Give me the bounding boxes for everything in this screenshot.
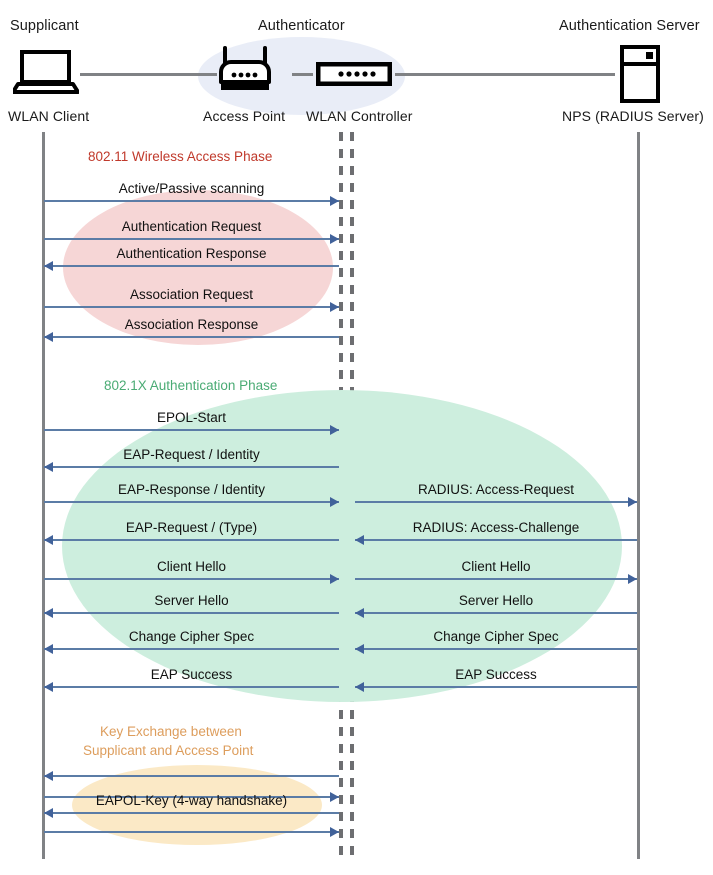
arrowhead-right [330, 792, 339, 802]
arrowhead-left [355, 644, 364, 654]
message-label: EAP-Response / Identity [117, 482, 266, 497]
phase-caption-key-exchange-line2: Supplicant and Access Point [83, 743, 254, 758]
arrowhead-right [628, 574, 637, 584]
arrowhead-right [330, 497, 339, 507]
arrowhead-left [44, 462, 53, 472]
arrowhead-right [330, 196, 339, 206]
message-label: RADIUS: Access-Request [417, 482, 575, 497]
message-arrow [44, 612, 339, 614]
message-arrow [355, 578, 637, 580]
message-label: EAP-Request / (Type) [125, 520, 258, 535]
message-label: Active/Passive scanning [118, 181, 265, 196]
message-arrow [44, 539, 339, 541]
message-arrow [44, 429, 339, 431]
message-label: Association Request [129, 287, 254, 302]
wire-client-to-ap [80, 73, 217, 76]
message-arrow [44, 200, 339, 202]
role-title-supplicant: Supplicant [10, 18, 79, 34]
message-label: Server Hello [154, 593, 229, 608]
message-arrow [44, 501, 339, 503]
arrowhead-left [44, 608, 53, 618]
message-label: Association Response [124, 317, 259, 332]
message-arrow [355, 648, 637, 650]
arrowhead-left [44, 332, 53, 342]
role-title-authentication-server: Authentication Server [559, 18, 700, 34]
role-title-authenticator: Authenticator [258, 18, 345, 34]
message-arrow [44, 265, 339, 267]
arrowhead-right [628, 497, 637, 507]
arrowhead-right [330, 425, 339, 435]
message-arrow [44, 578, 339, 580]
message-label: Client Hello [156, 559, 227, 574]
arrowhead-left [44, 535, 53, 545]
message-label: Server Hello [458, 593, 534, 608]
message-label: Change Cipher Spec [433, 629, 559, 644]
node-label-access-point: Access Point [203, 108, 286, 124]
phase-blob-802-1x [62, 390, 622, 702]
message-arrow [44, 775, 339, 777]
message-arrow [44, 686, 339, 688]
arrowhead-left [44, 644, 53, 654]
arrowhead-left [355, 608, 364, 618]
phase-caption-802-1x: 802.1X Authentication Phase [104, 378, 278, 393]
message-label: EAP Success [455, 667, 537, 682]
message-arrow [44, 831, 339, 833]
server-tower-icon [619, 45, 661, 103]
message-arrow [44, 336, 339, 338]
node-label-nps-server: NPS (RADIUS Server) [562, 108, 704, 124]
arrowhead-left [355, 535, 364, 545]
message-label: EAPOL-Key (4-way handshake) [95, 793, 288, 808]
message-label: Authentication Response [116, 246, 267, 261]
phase-caption-key-exchange-line1: Key Exchange between [100, 724, 242, 739]
message-label: EAP Success [150, 667, 233, 682]
node-label-wlan-client: WLAN Client [8, 108, 90, 124]
wire-ap-to-controller [292, 73, 313, 76]
arrowhead-left [355, 682, 364, 692]
message-label: Change Cipher Spec [128, 629, 255, 644]
message-label: RADIUS: Access-Challenge [412, 520, 580, 535]
arrowhead-right [330, 302, 339, 312]
arrowhead-right [330, 574, 339, 584]
message-label: Client Hello [461, 559, 531, 574]
arrowhead-left [44, 682, 53, 692]
arrowhead-left [44, 808, 53, 818]
message-arrow [355, 539, 637, 541]
message-label: EAP-Request / Identity [123, 447, 260, 462]
wireless-router-icon [216, 46, 274, 96]
message-arrow [44, 466, 339, 468]
arrowhead-left [44, 261, 53, 271]
message-arrow [355, 501, 637, 503]
node-label-wlan-controller: WLAN Controller [306, 108, 413, 124]
phase-caption-802-11: 802.11 Wireless Access Phase [88, 149, 273, 164]
wire-controller-to-server [395, 73, 615, 76]
message-label: Authentication Request [121, 219, 262, 234]
message-arrow [355, 686, 637, 688]
laptop-icon [13, 50, 79, 94]
arrowhead-right [330, 234, 339, 244]
message-arrow [355, 612, 637, 614]
lifeline-wlan-client [42, 132, 45, 859]
message-label: EPOL-Start [156, 410, 227, 425]
controller-box-icon [316, 62, 392, 86]
phase-blob-802-11 [63, 190, 333, 345]
lifeline-nps-server [637, 132, 640, 859]
arrowhead-left [44, 771, 53, 781]
message-arrow [44, 648, 339, 650]
message-arrow [44, 238, 339, 240]
message-arrow [44, 796, 339, 798]
arrowhead-right [330, 827, 339, 837]
message-arrow [44, 812, 339, 814]
message-arrow [44, 306, 339, 308]
